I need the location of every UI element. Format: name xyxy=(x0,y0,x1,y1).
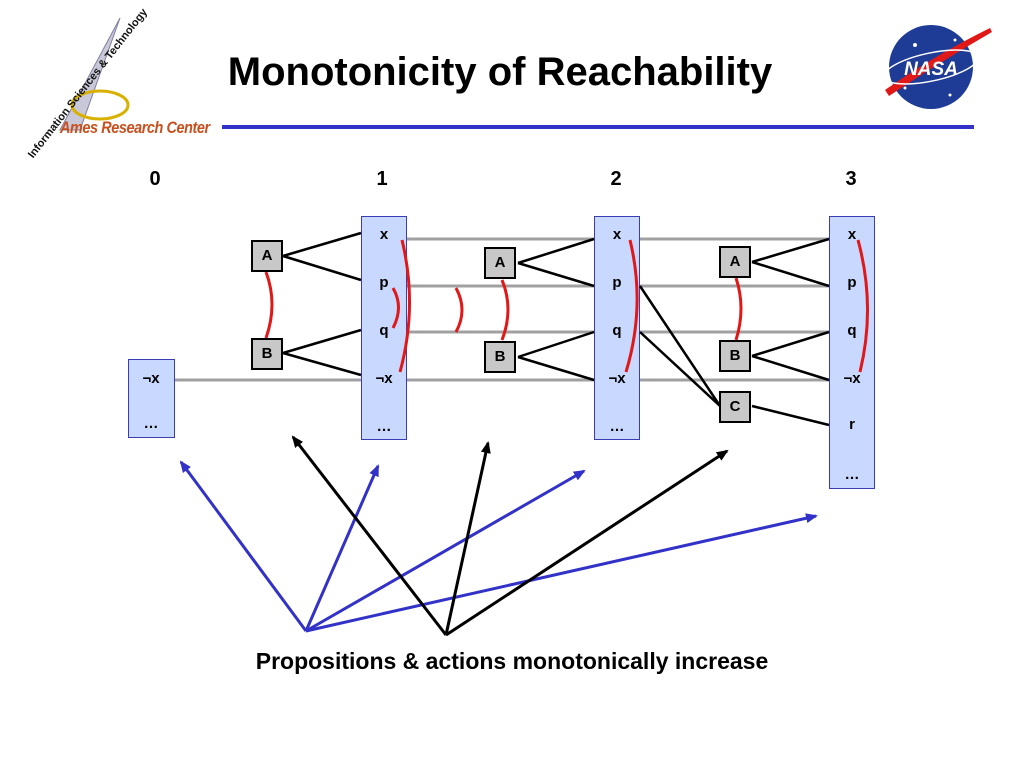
prop-layer0-0: ¬x xyxy=(142,370,160,387)
prop-layer2-2: q xyxy=(612,322,622,339)
prop-layer1-2: q xyxy=(379,322,389,339)
action-step3-b: B xyxy=(719,340,751,372)
svg-text:NASA: NASA xyxy=(904,59,958,80)
nasa-logo: NASA xyxy=(883,25,992,109)
column-label-0: 0 xyxy=(149,168,161,190)
black-arrow-1 xyxy=(291,435,448,636)
prop-layer1-1: p xyxy=(379,274,389,291)
prop-layer3-2: q xyxy=(847,322,857,339)
proposition-arrows xyxy=(179,460,818,633)
prop-layer1-4: … xyxy=(376,418,392,435)
blue-arrow-3 xyxy=(305,513,818,633)
prop-layer2-4: … xyxy=(609,418,625,435)
black-arrow-3 xyxy=(445,449,729,637)
mutex-arcs xyxy=(264,239,869,373)
column-label-2: 2 xyxy=(610,168,622,190)
blue-arrow-0 xyxy=(179,460,308,632)
proposition-layer-0 xyxy=(128,359,175,438)
proposition-layer-3 xyxy=(829,216,875,489)
action-step3-c: C xyxy=(719,391,751,423)
prop-layer3-5: … xyxy=(844,466,860,483)
action-edges xyxy=(282,231,830,427)
black-arrow-2 xyxy=(444,441,491,636)
prop-layer1-0: x xyxy=(379,226,389,243)
page-title: Monotonicity of Reachability xyxy=(227,50,773,94)
ames-arrowhead-icon xyxy=(59,17,121,131)
action-step3-a: A xyxy=(719,246,751,278)
caption: Propositions & actions monotonically inc… xyxy=(255,648,769,674)
proposition-layer-1 xyxy=(361,216,407,440)
ames-logo xyxy=(59,17,130,131)
prop-layer3-3: ¬x xyxy=(843,370,861,387)
prop-layer3-4: r xyxy=(849,416,855,433)
ames-orbit-icon xyxy=(70,89,130,121)
action-arrows xyxy=(291,435,729,637)
prop-layer0-1: … xyxy=(143,415,159,432)
action-step2-a: A xyxy=(484,247,516,279)
header-rule xyxy=(222,125,974,129)
action-step2-b: B xyxy=(484,341,516,373)
organization-label: Ames Research Center xyxy=(60,118,210,137)
prop-layer2-0: x xyxy=(612,226,622,243)
prop-layer3-0: x xyxy=(847,226,857,243)
prop-layer2-1: p xyxy=(612,274,622,291)
prop-layer1-3: ¬x xyxy=(375,370,393,387)
action-step1-a: A xyxy=(251,240,283,272)
action-step1-b: B xyxy=(251,338,283,370)
prop-layer3-1: p xyxy=(847,274,857,291)
column-label-3: 3 xyxy=(845,168,857,190)
blue-arrow-1 xyxy=(304,464,380,632)
prop-layer2-3: ¬x xyxy=(608,370,626,387)
blue-arrow-2 xyxy=(305,469,586,633)
column-label-1: 1 xyxy=(376,168,388,190)
